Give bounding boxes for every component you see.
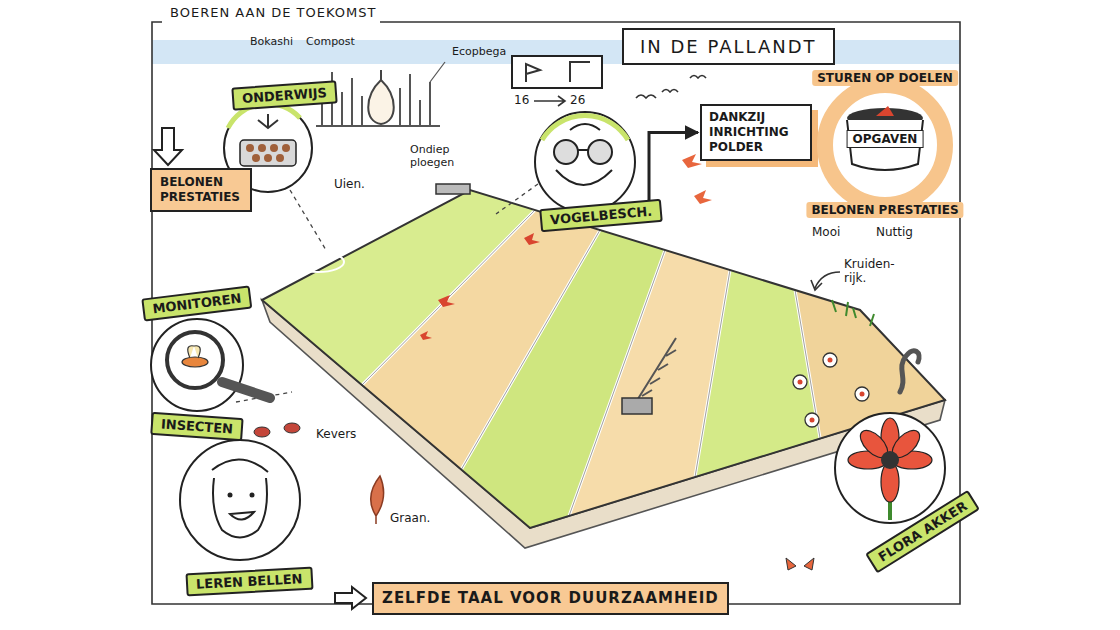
annotation-label: Uien. [334, 178, 365, 192]
node-text: BELONEN PRESTATIES [160, 175, 242, 205]
daisy-heart [810, 418, 815, 423]
node-text: DANKZIJ INRICHTING POLDER [709, 110, 803, 155]
beetle [284, 423, 300, 433]
eye [228, 493, 233, 498]
pointer-line [430, 62, 445, 82]
binocular-lens [588, 140, 612, 164]
note-box: DANKZIJ INRICHTING POLDER [700, 104, 812, 161]
node-text: OPGAVEN [847, 130, 924, 148]
egg [282, 144, 290, 152]
daisy-heart [860, 392, 865, 397]
annotation-label: Ondiep ploegen [410, 144, 472, 169]
sign-icons [526, 62, 590, 82]
plough-machine [436, 184, 470, 194]
node-text: VOGELBESCH. [550, 204, 653, 228]
strip-divider [362, 210, 820, 516]
magnifier-handle [222, 382, 270, 398]
slogan-box: ZELFDE TAAL VOOR DUURZAAMHEID [372, 582, 729, 615]
annotation-label: Compost [306, 36, 355, 49]
binocular-lens [554, 140, 578, 164]
daisy [793, 375, 807, 389]
hand-lines [258, 114, 278, 128]
node-text: STUREN OP DOELEN [812, 70, 958, 86]
reward-box: BELONEN PRESTATIES [150, 168, 252, 212]
egg [276, 154, 284, 162]
pot-body [847, 120, 923, 170]
worm [900, 351, 919, 392]
person-lines [556, 124, 612, 185]
annotation-label: Kevers [316, 428, 356, 442]
dashed-leader [236, 184, 538, 402]
mouth [230, 512, 254, 520]
flower-circle [835, 413, 945, 523]
egg-tray [240, 140, 296, 166]
annotation-label: Mooi [812, 226, 840, 240]
egg [258, 144, 266, 152]
pointer-arrow [811, 272, 840, 290]
node-text: ONDERWIJS [242, 85, 328, 106]
annotation-label: Bokashi [250, 36, 293, 49]
magnifier-lens [167, 332, 223, 388]
onion-drawing [368, 70, 394, 124]
node-text: ZELFDE TAAL VOOR DUURZAAMHEID [382, 589, 719, 608]
hollow-arrow [154, 128, 182, 165]
sign-board [512, 56, 602, 88]
insect-wings [188, 346, 201, 358]
egg [252, 154, 260, 162]
annotation-label: 16 [514, 94, 529, 108]
butterfly [786, 558, 814, 570]
hollow-arrow [335, 587, 366, 609]
node-text: BELONEN PRESTATIES [806, 202, 963, 218]
change-arrow [534, 96, 565, 106]
circle-accent [542, 116, 628, 140]
daisy [823, 353, 837, 367]
location-box: IN DE PALLANDT [622, 28, 835, 65]
grain-ear [371, 476, 384, 524]
flying-birds [636, 76, 706, 99]
daisy [805, 413, 819, 427]
insect [182, 357, 208, 367]
field-machine [622, 398, 652, 414]
daisy-heart [798, 380, 803, 385]
diagram-title: BOEREN AAN DE TOEKOMST [170, 5, 376, 20]
frame-line [152, 22, 960, 604]
eye [250, 493, 255, 498]
annotation-label: Kruiden-rijk. [844, 258, 906, 286]
face-circle [180, 440, 300, 560]
monitor-circle [151, 319, 243, 411]
egg [264, 154, 272, 162]
flower-heart [881, 451, 899, 469]
goal-badge: STUREN OP DOELEN OPGAVEN BELONEN PRESTATIE… [800, 70, 970, 220]
field-machine [636, 338, 676, 402]
node-text: IN DE PALLANDT [640, 36, 817, 57]
annotation-label: Graan. [390, 512, 430, 526]
onion-patch [292, 252, 344, 272]
node-text: MONITOREN [141, 285, 252, 321]
field-outline [262, 190, 945, 528]
topic-banner: LEREN BELLEN [185, 567, 313, 597]
annotation-label: Ecopbega [452, 46, 506, 59]
strip-divider [362, 210, 820, 516]
egg [270, 144, 278, 152]
birdwatch-circle [535, 112, 635, 212]
flow-arrow [649, 133, 698, 201]
daisy [855, 387, 869, 401]
egg [246, 144, 254, 152]
beetle [254, 427, 270, 437]
annotation-label: Nuttig [876, 226, 913, 240]
red-birds [420, 233, 540, 340]
pot-content [876, 106, 894, 116]
red-birds [682, 154, 712, 204]
node-text: INSECTEN [150, 412, 244, 441]
annotation-label: 26 [570, 94, 585, 108]
node-text: LEREN BELLEN [196, 571, 303, 592]
daisy-heart [828, 358, 833, 363]
monitor-banners: MONITORENINSECTEN [132, 292, 262, 438]
grass [832, 300, 874, 326]
face-outline [212, 459, 268, 537]
